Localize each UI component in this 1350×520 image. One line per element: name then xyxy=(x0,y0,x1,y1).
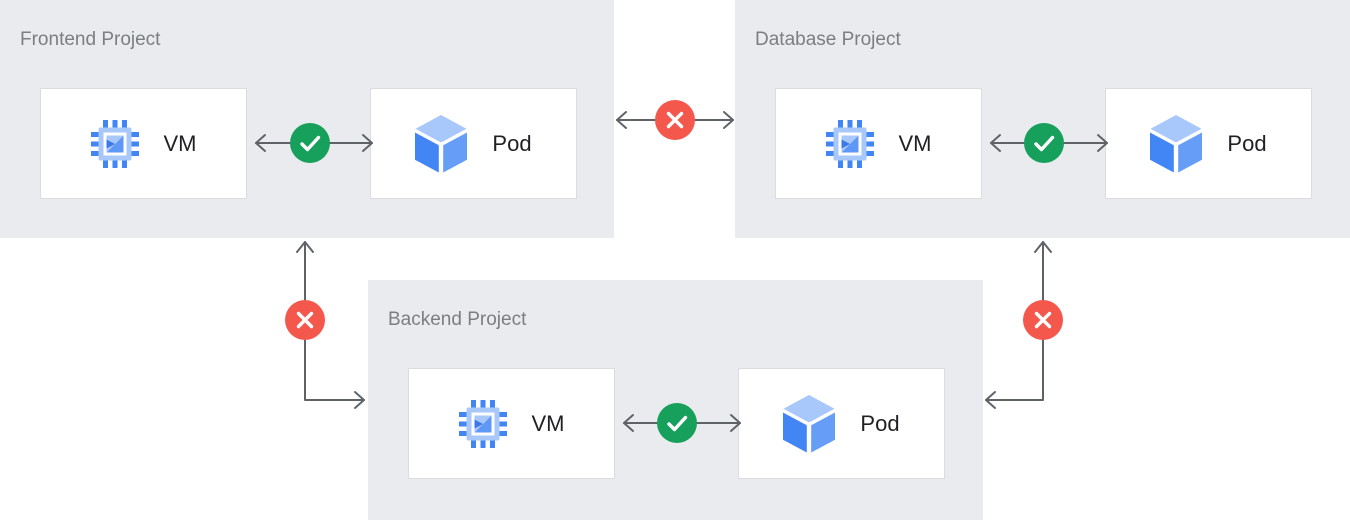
pod-card: Pod xyxy=(370,88,577,199)
connection-allowed-badge-backend xyxy=(657,403,697,443)
cross-icon xyxy=(1034,311,1052,329)
project-title: Backend Project xyxy=(388,309,527,330)
compute-engine-vm-icon xyxy=(90,119,139,168)
project-panel-backend: Backend Project VM xyxy=(368,280,983,520)
pod-card: Pod xyxy=(738,368,945,479)
pod-label: Pod xyxy=(1227,130,1267,156)
compute-engine-vm-icon xyxy=(458,399,507,448)
connection-blocked-badge-database-backend xyxy=(1023,300,1063,340)
project-title: Database Project xyxy=(755,29,901,50)
cross-icon xyxy=(666,111,684,129)
vm-card: VM xyxy=(408,368,615,479)
connection-allowed-badge-database xyxy=(1024,123,1064,163)
connection-blocked-badge-frontend-database xyxy=(655,100,695,140)
check-icon xyxy=(667,415,688,432)
connection-blocked-badge-frontend-backend xyxy=(285,300,325,340)
pod-cube-icon xyxy=(415,114,468,173)
pod-label: Pod xyxy=(860,410,900,436)
check-icon xyxy=(1034,135,1055,152)
pod-card: Pod xyxy=(1105,88,1312,199)
check-icon xyxy=(300,135,321,152)
project-title: Frontend Project xyxy=(20,29,161,50)
compute-engine-vm-icon xyxy=(825,119,874,168)
vm-card: VM xyxy=(775,88,982,199)
project-panel-frontend: Frontend Project VM xyxy=(0,0,614,238)
project-panel-database: Database Project VM xyxy=(735,0,1350,238)
connection-allowed-badge-frontend xyxy=(290,123,330,163)
vm-label: VM xyxy=(898,130,932,156)
pod-cube-icon xyxy=(783,394,836,453)
vm-label: VM xyxy=(163,130,197,156)
pod-cube-icon xyxy=(1150,114,1203,173)
vm-card: VM xyxy=(40,88,247,199)
cross-icon xyxy=(296,311,314,329)
pod-label: Pod xyxy=(492,130,532,156)
vm-label: VM xyxy=(531,410,565,436)
